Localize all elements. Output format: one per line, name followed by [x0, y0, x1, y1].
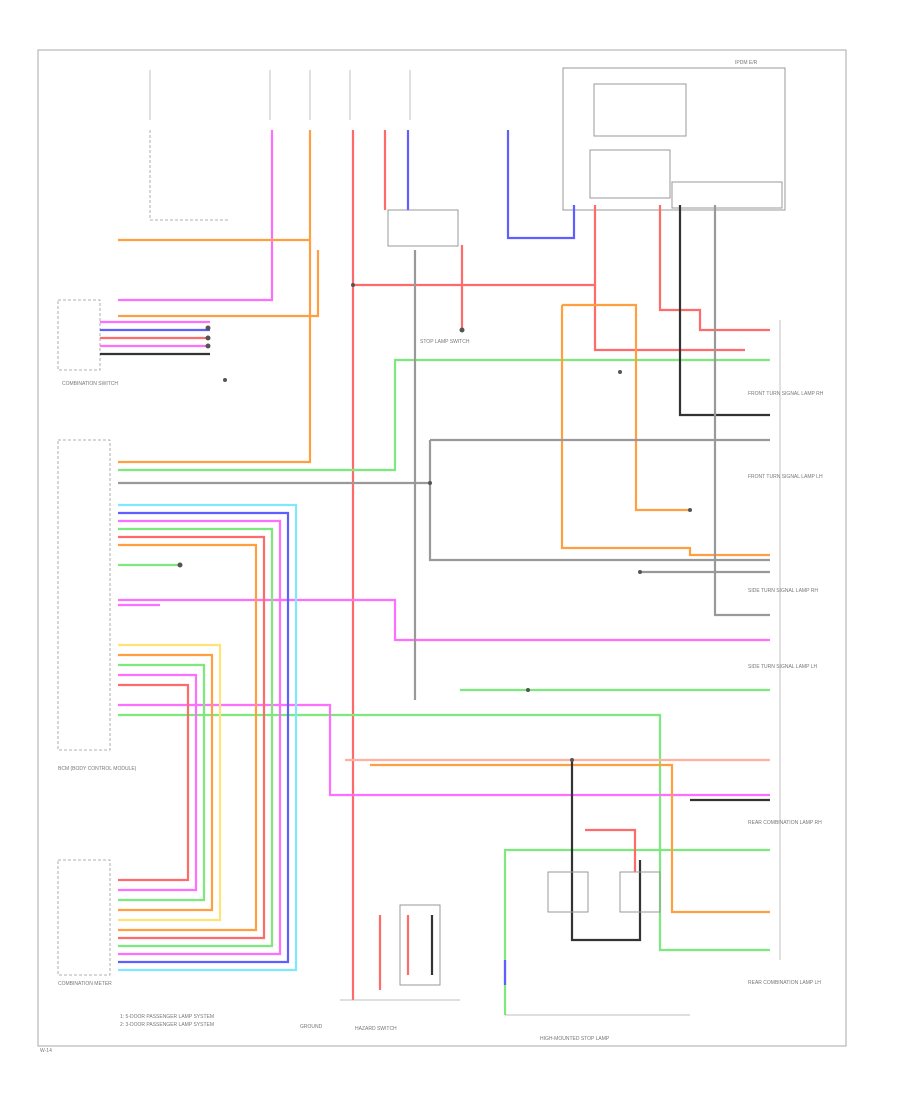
ipdm-label: IPDM E/R — [735, 60, 758, 66]
combination-switch-box — [57, 299, 101, 371]
combination-meter-label: COMBINATION METER — [58, 981, 112, 987]
front-turn-rh-label: FRONT TURN SIGNAL LAMP RH — [748, 391, 824, 397]
wire-red-right-branch — [593, 285, 745, 352]
meter-bcm-bundle — [118, 503, 298, 972]
front-turn-lh-label: FRONT TURN SIGNAL LAMP LH — [748, 474, 823, 480]
rear-combination-lamp-lh — [547, 871, 589, 913]
page-reference: W-14 — [40, 1048, 52, 1054]
ipdm-inner-relay — [593, 83, 687, 137]
wire-orange-right — [560, 305, 770, 557]
stop-lamp-switch-box — [387, 209, 459, 247]
hazard-switch-box — [399, 904, 441, 986]
wire-green-4 — [503, 848, 770, 1015]
combination-switch-wires — [100, 320, 210, 356]
rear-combination-lh-label: REAR COMBINATION LAMP LH — [748, 980, 821, 986]
wire-gray-2 — [428, 440, 770, 562]
stop-lamp-switch-label: STOP LAMP SWITCH — [420, 339, 470, 345]
rear-combination-lamp-rh — [619, 871, 661, 913]
wire-green-1 — [118, 358, 770, 472]
ipdm-box — [562, 67, 786, 211]
wire-dark-3 — [570, 760, 642, 942]
wire-red-lamp — [585, 828, 637, 872]
wire-green-3 — [118, 713, 770, 952]
wire-red-rail — [351, 130, 597, 287]
wire-dark-1 — [678, 205, 770, 417]
footnote-1: 1: 5-DOOR PASSENGER LAMP SYSTEM — [120, 1014, 214, 1020]
wire-orange-lower — [370, 763, 770, 914]
wire-orange-3 — [118, 250, 320, 318]
diagram-frame — [37, 49, 847, 1047]
combination-switch-label: COMBINATION SWITCH — [62, 381, 118, 387]
wire-pink-3 — [118, 703, 770, 797]
bcm-connector-box — [57, 859, 111, 976]
ipdm-inner-relay-2 — [589, 149, 671, 199]
fuse-block-left — [149, 70, 411, 221]
footnote-2: 2: 3-DOOR PASSENGER LAMP SYSTEM — [120, 1022, 214, 1028]
ground-block-right — [671, 181, 783, 209]
junction-dots — [177, 283, 692, 762]
wire-orange-right-2 — [562, 303, 690, 512]
wire-gray-3 — [713, 205, 770, 617]
wire-pink-2 — [118, 598, 770, 642]
wire-pink-1 — [118, 130, 274, 302]
wire-orange-1 — [118, 130, 312, 464]
bcm-label: BCM (BODY CONTROL MODULE) — [58, 766, 137, 772]
rear-combination-rh-label: REAR COMBINATION LAMP RH — [748, 820, 822, 826]
wire-red-rear-rh — [658, 205, 770, 332]
high-mounted-stop-label: HIGH-MOUNTED STOP LAMP — [540, 1036, 610, 1042]
wire-blue-right — [506, 130, 576, 240]
ground-label: GROUND — [300, 1024, 323, 1030]
side-turn-lh-label: SIDE TURN SIGNAL LAMP LH — [748, 664, 817, 670]
side-turn-rh-label: SIDE TURN SIGNAL LAMP RH — [748, 588, 818, 594]
combination-meter-box — [57, 439, 111, 751]
hazard-switch-label: HAZARD SWITCH — [355, 1026, 397, 1032]
